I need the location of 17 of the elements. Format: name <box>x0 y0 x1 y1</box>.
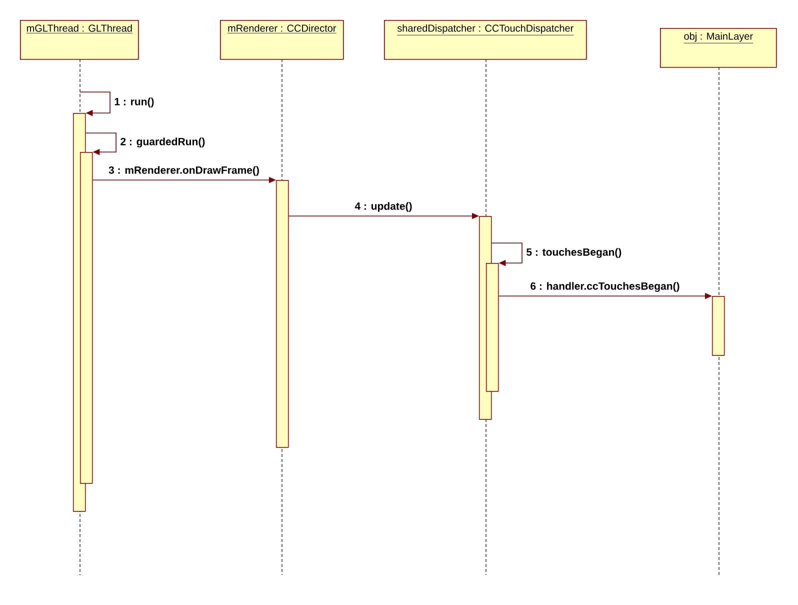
object-box: mGLThread : GLThread <box>20 20 139 60</box>
message-arrow <box>80 92 110 116</box>
message-arrow <box>491 242 522 266</box>
message-label: 3 : mRenderer.onDrawFrame() <box>108 165 260 177</box>
message-label: 1 : run() <box>113 96 156 108</box>
message-label: 5 : touchesBegan() <box>525 247 623 259</box>
activation-bar <box>80 152 93 484</box>
message-label: 2 : guardedRun() <box>119 136 206 148</box>
message-arrow <box>85 132 116 156</box>
object-box: sharedDispatcher : CCTouchDispatcher <box>384 20 587 60</box>
activation-bar <box>276 180 289 448</box>
message-label: 4 : update() <box>354 201 414 213</box>
message-label: 6 : handler.ccTouchesBegan() <box>529 281 681 293</box>
object-box: mRenderer : CCDirector <box>220 20 344 60</box>
activation-bar <box>486 263 499 392</box>
object-box: obj : MainLayer <box>660 28 777 68</box>
activation-bar <box>712 296 725 356</box>
